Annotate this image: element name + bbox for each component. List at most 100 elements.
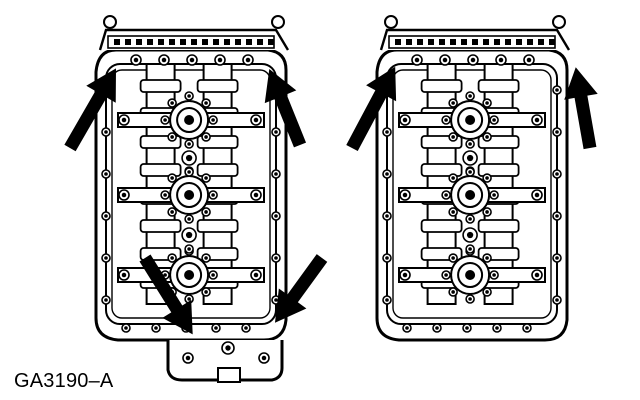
right-cylinder-head xyxy=(375,15,571,342)
strip-tooth xyxy=(125,39,131,45)
bolt-center xyxy=(451,210,455,214)
bolt-center xyxy=(274,172,278,176)
bolt-center xyxy=(485,210,489,214)
bolt-center xyxy=(534,272,540,278)
bolt-center xyxy=(470,57,476,63)
bolt-center xyxy=(385,298,389,302)
bolt-center xyxy=(204,135,208,139)
bolt-center xyxy=(451,101,455,105)
cam-lobe xyxy=(196,79,239,93)
bolt-center xyxy=(555,214,559,218)
arrow-left-bottom-a xyxy=(139,254,193,335)
strip-tooth xyxy=(527,39,533,45)
bolt-center xyxy=(204,176,208,180)
cam-bearing-hub xyxy=(441,246,499,304)
strip-tooth xyxy=(439,39,445,45)
bolt-center xyxy=(104,214,108,218)
bolt-center xyxy=(402,192,408,198)
bolt-center xyxy=(185,154,193,162)
figure-label: GA3190–A xyxy=(14,370,114,392)
strip-tooth xyxy=(246,39,252,45)
bolt-center xyxy=(555,130,559,134)
cam-lobe xyxy=(139,219,182,233)
lift-ear-right xyxy=(271,15,285,29)
bolt-center xyxy=(555,88,559,92)
bolt-center xyxy=(124,326,128,330)
arrow-left-bottom-b xyxy=(274,254,328,323)
arrow-shape xyxy=(564,67,598,150)
bolt-center xyxy=(274,298,278,302)
bolt-center xyxy=(492,193,496,197)
strip-tooth xyxy=(505,39,511,45)
bolt-center xyxy=(204,256,208,260)
bolt-center xyxy=(185,231,193,239)
strip-tooth xyxy=(461,39,467,45)
strip-tooth xyxy=(538,39,544,45)
arrow-shape xyxy=(139,254,193,335)
bolt-center xyxy=(204,290,208,294)
strip-tooth xyxy=(136,39,142,45)
bolt-center xyxy=(485,176,489,180)
bolt-center xyxy=(385,256,389,260)
arrow-shape xyxy=(64,68,116,152)
bolt-center xyxy=(189,57,195,63)
timing-cover-extension xyxy=(166,340,284,383)
bolt-center xyxy=(253,117,259,123)
bolt-center xyxy=(261,355,267,361)
bolt-center xyxy=(170,210,174,214)
bolt-center xyxy=(185,355,191,361)
bolt-center xyxy=(466,154,474,162)
bolt-center xyxy=(435,326,439,330)
bolt-center xyxy=(451,135,455,139)
hub-core xyxy=(184,270,195,280)
bolt-center xyxy=(187,297,191,301)
bolt-center xyxy=(485,256,489,260)
bolt-center xyxy=(163,118,167,122)
arrow-shape xyxy=(346,66,397,152)
bolt-center xyxy=(498,57,504,63)
bolt-center xyxy=(121,272,127,278)
bolt-center xyxy=(468,297,472,301)
bolt-center xyxy=(555,298,559,302)
hub-core xyxy=(465,190,476,200)
bolt-center xyxy=(187,170,191,174)
bolt-center xyxy=(170,176,174,180)
bolt-center xyxy=(211,193,215,197)
bolt-center xyxy=(104,130,108,134)
bolt-center xyxy=(442,57,448,63)
bolt-center xyxy=(555,256,559,260)
arrow-right-top-a xyxy=(346,66,397,152)
bolt-center xyxy=(163,273,167,277)
bolt-center xyxy=(133,57,139,63)
bolt-center xyxy=(187,94,191,98)
bolt-center xyxy=(170,135,174,139)
inner-rail-2 xyxy=(392,69,552,319)
strip-tooth xyxy=(472,39,478,45)
bolt-center xyxy=(211,273,215,277)
strip-tooth xyxy=(494,39,500,45)
bolt-center xyxy=(244,326,248,330)
bolt-center xyxy=(104,172,108,176)
bolt-center xyxy=(385,130,389,134)
bolt-center xyxy=(465,326,469,330)
bolt-center xyxy=(485,290,489,294)
strip-tooth xyxy=(257,39,263,45)
strip-tooth xyxy=(147,39,153,45)
bolt-center xyxy=(495,326,499,330)
bolt-center xyxy=(492,273,496,277)
strip-tooth xyxy=(417,39,423,45)
strip-tooth xyxy=(180,39,186,45)
bolt-center xyxy=(444,118,448,122)
arrow-shape xyxy=(264,68,307,148)
bolt-center xyxy=(104,298,108,302)
bolt-center xyxy=(468,247,472,251)
bolt-center xyxy=(170,101,174,105)
left-cylinder-head xyxy=(94,15,290,342)
bolt-center xyxy=(253,272,259,278)
cam-lobe xyxy=(196,219,239,233)
bolt-center xyxy=(274,256,278,260)
bolt-center xyxy=(274,214,278,218)
cam-bearing-hub xyxy=(441,91,499,149)
bolt-center xyxy=(187,217,191,221)
cam-bearing-hub xyxy=(160,166,218,224)
